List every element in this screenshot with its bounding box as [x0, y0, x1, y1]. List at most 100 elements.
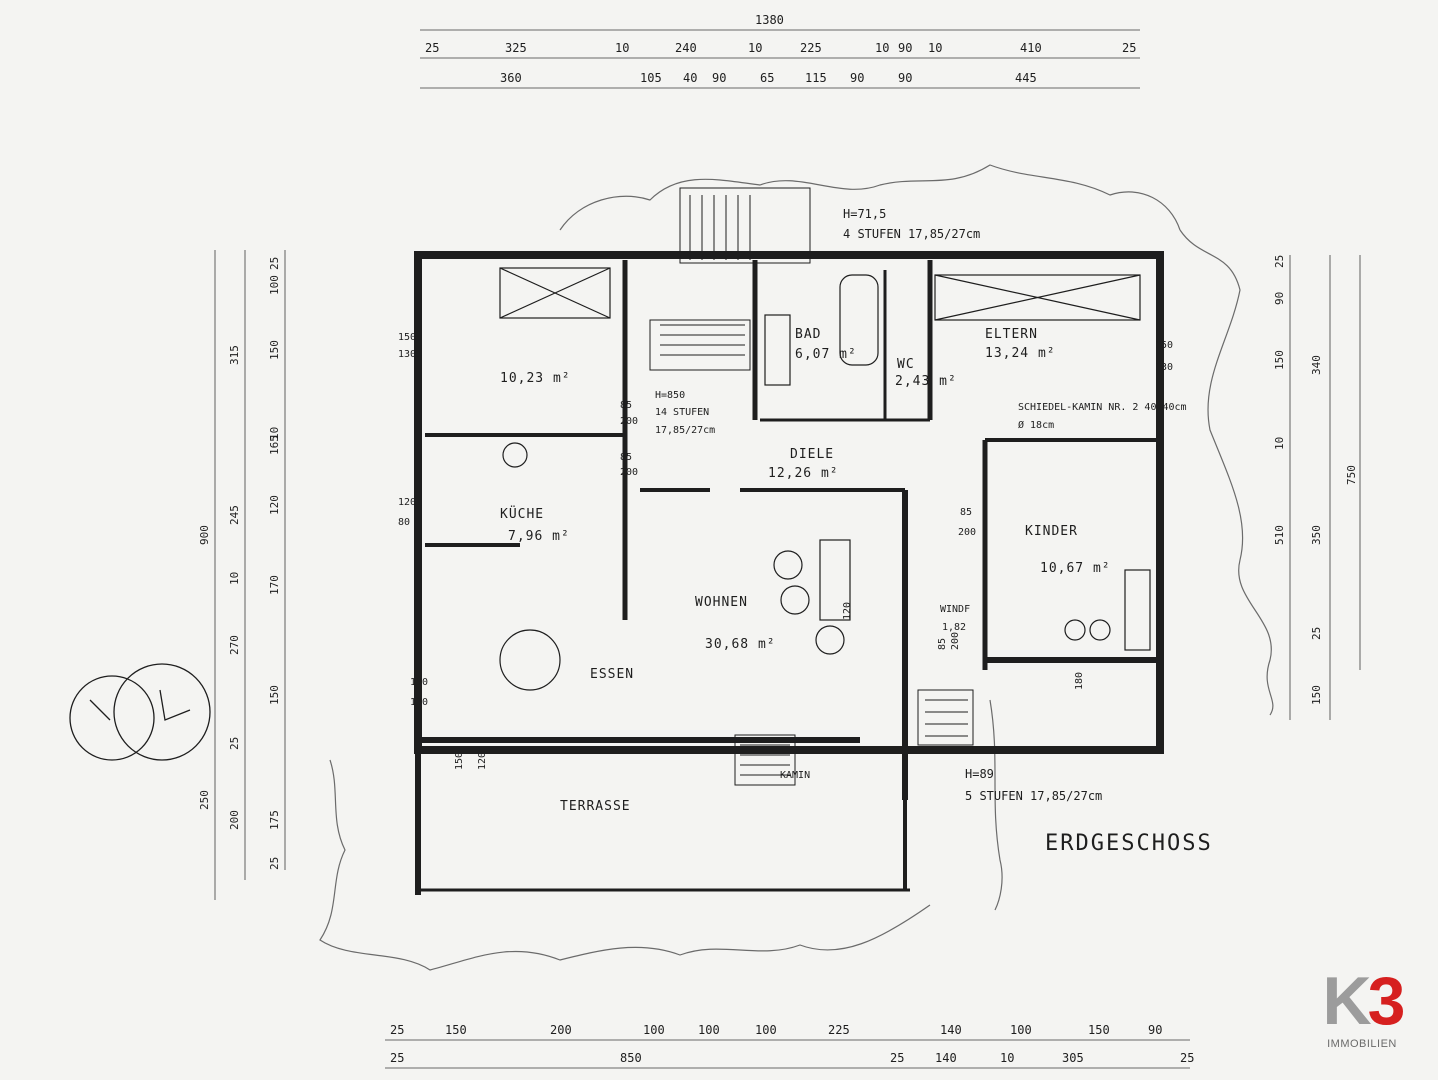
- dim: 85: [937, 638, 948, 650]
- dim: 10: [875, 41, 889, 55]
- dim: 90: [712, 71, 726, 85]
- dim: 140: [940, 1023, 962, 1037]
- furniture: [499, 267, 1151, 691]
- logo-digit-3: 3: [1367, 963, 1406, 1039]
- dim: 25: [425, 41, 439, 55]
- dim: 130: [1155, 362, 1173, 373]
- annotation: H=850: [655, 390, 685, 401]
- room-area: 10,67 m²: [1040, 561, 1111, 576]
- annotation: H=71,5: [843, 207, 886, 221]
- dimension-total: 1380: [755, 13, 784, 27]
- dim: 25: [1122, 41, 1136, 55]
- dim: 25: [890, 1051, 904, 1065]
- annotation: 5 STUFEN 17,85/27cm: [965, 789, 1102, 803]
- dim: 445: [1015, 71, 1037, 85]
- annotation: 14 STUFEN: [655, 407, 709, 418]
- room-name: WC: [897, 357, 915, 372]
- dim: 120: [842, 602, 853, 620]
- walls: [414, 251, 1164, 895]
- room-area: 7,96 m²: [508, 529, 570, 544]
- dim: 10: [615, 41, 629, 55]
- dim: 150: [268, 685, 281, 705]
- room-name: KINDER: [1025, 524, 1078, 539]
- dim: 225: [828, 1023, 850, 1037]
- room-name: KÜCHE: [500, 505, 544, 522]
- staircase: [649, 187, 974, 786]
- room-area: 1,82: [942, 622, 966, 633]
- dim: 90: [898, 71, 912, 85]
- room-area: 6,07 m²: [795, 347, 857, 362]
- dim: 10: [1000, 1051, 1014, 1065]
- dimension-total: 750: [1345, 465, 1358, 485]
- room-name: TERRASSE: [560, 799, 631, 814]
- dim: 85: [960, 507, 972, 518]
- right-dimensions: 750 340 510 25 90 150 10 350 25 150: [1273, 255, 1358, 705]
- dim: 245: [228, 505, 241, 525]
- dim: 165: [268, 435, 281, 455]
- dim: 200: [950, 632, 961, 650]
- room-name: KAMIN: [780, 770, 810, 781]
- room-name: BAD: [795, 327, 821, 342]
- dim: 90: [1148, 1023, 1162, 1037]
- dim: 65: [760, 71, 774, 85]
- dim: 410: [1020, 41, 1042, 55]
- dim: 90: [850, 71, 864, 85]
- dim: 90: [898, 41, 912, 55]
- dim: 315: [228, 345, 241, 365]
- dim: 120: [398, 497, 416, 508]
- dim: 40: [683, 71, 697, 85]
- dim: 120: [268, 495, 281, 515]
- dim: 360: [500, 71, 522, 85]
- dim: 25: [390, 1023, 404, 1037]
- dim: 175: [268, 810, 281, 830]
- plan-title: ERDGESCHOSS: [1045, 831, 1213, 856]
- dim: 200: [550, 1023, 572, 1037]
- dim: 325: [505, 41, 527, 55]
- dim: 100: [698, 1023, 720, 1037]
- dim: 200: [958, 527, 976, 538]
- logo-mark: K3: [1320, 963, 1406, 1039]
- annotation: SCHIEDEL-KAMIN NR. 2 40x40cm: [1018, 402, 1187, 413]
- annotations: H=71,5 4 STUFEN 17,85/27cm H=850 14 STUF…: [655, 207, 1213, 856]
- dim: 150: [1273, 350, 1286, 370]
- dim: 25: [1310, 627, 1323, 640]
- dimension-total: 900: [198, 525, 211, 545]
- dim: 200: [620, 467, 638, 478]
- dim: 150: [1310, 685, 1323, 705]
- room-labels: 10,23 m² BAD 6,07 m² WC 2,43 m² ELTERN 1…: [500, 327, 1111, 814]
- logo-subtitle: IMMOBILIEN: [1327, 1038, 1397, 1050]
- brand-logo: K3 IMMOBILIEN: [1312, 966, 1412, 1056]
- dim: 180: [1074, 672, 1085, 690]
- dim: 25: [1180, 1051, 1194, 1065]
- dim: 10: [1273, 437, 1286, 450]
- dim: 10: [268, 427, 281, 440]
- top-dimensions: 1380 25 325 10 240 10 225 10 90 10 410 2…: [425, 13, 1136, 85]
- dim: 850: [620, 1051, 642, 1065]
- dim: 150: [268, 340, 281, 360]
- dim: 100: [268, 275, 281, 295]
- dim: 130: [398, 349, 416, 360]
- room-area: 2,43 m²: [895, 374, 957, 389]
- dim: 270: [228, 635, 241, 655]
- dim: 305: [1062, 1051, 1084, 1065]
- dim: 200: [620, 416, 638, 427]
- dim: 25: [228, 737, 241, 750]
- left-dimensions: 900 315 245 270 250 25 100 150 10 165 12…: [198, 257, 281, 870]
- dim: 100: [755, 1023, 777, 1037]
- dim: 115: [805, 71, 827, 85]
- dim: 350: [1310, 525, 1323, 545]
- dim: 150: [1155, 340, 1173, 351]
- dim: 250: [198, 790, 211, 810]
- room-area: 10,23 m²: [500, 371, 571, 386]
- dim: 85: [620, 400, 632, 411]
- dimension-lines: [214, 29, 1361, 1069]
- dim: 25: [268, 257, 281, 270]
- opening-dimensions: 150 130 120 80 85 200 150 130 150 120 85…: [398, 332, 1173, 770]
- dim: 240: [675, 41, 697, 55]
- dim: 90: [1273, 292, 1286, 305]
- dim: 25: [268, 857, 281, 870]
- dim: 225: [800, 41, 822, 55]
- annotation: H=89: [965, 767, 994, 781]
- room-name: ESSEN: [590, 667, 634, 682]
